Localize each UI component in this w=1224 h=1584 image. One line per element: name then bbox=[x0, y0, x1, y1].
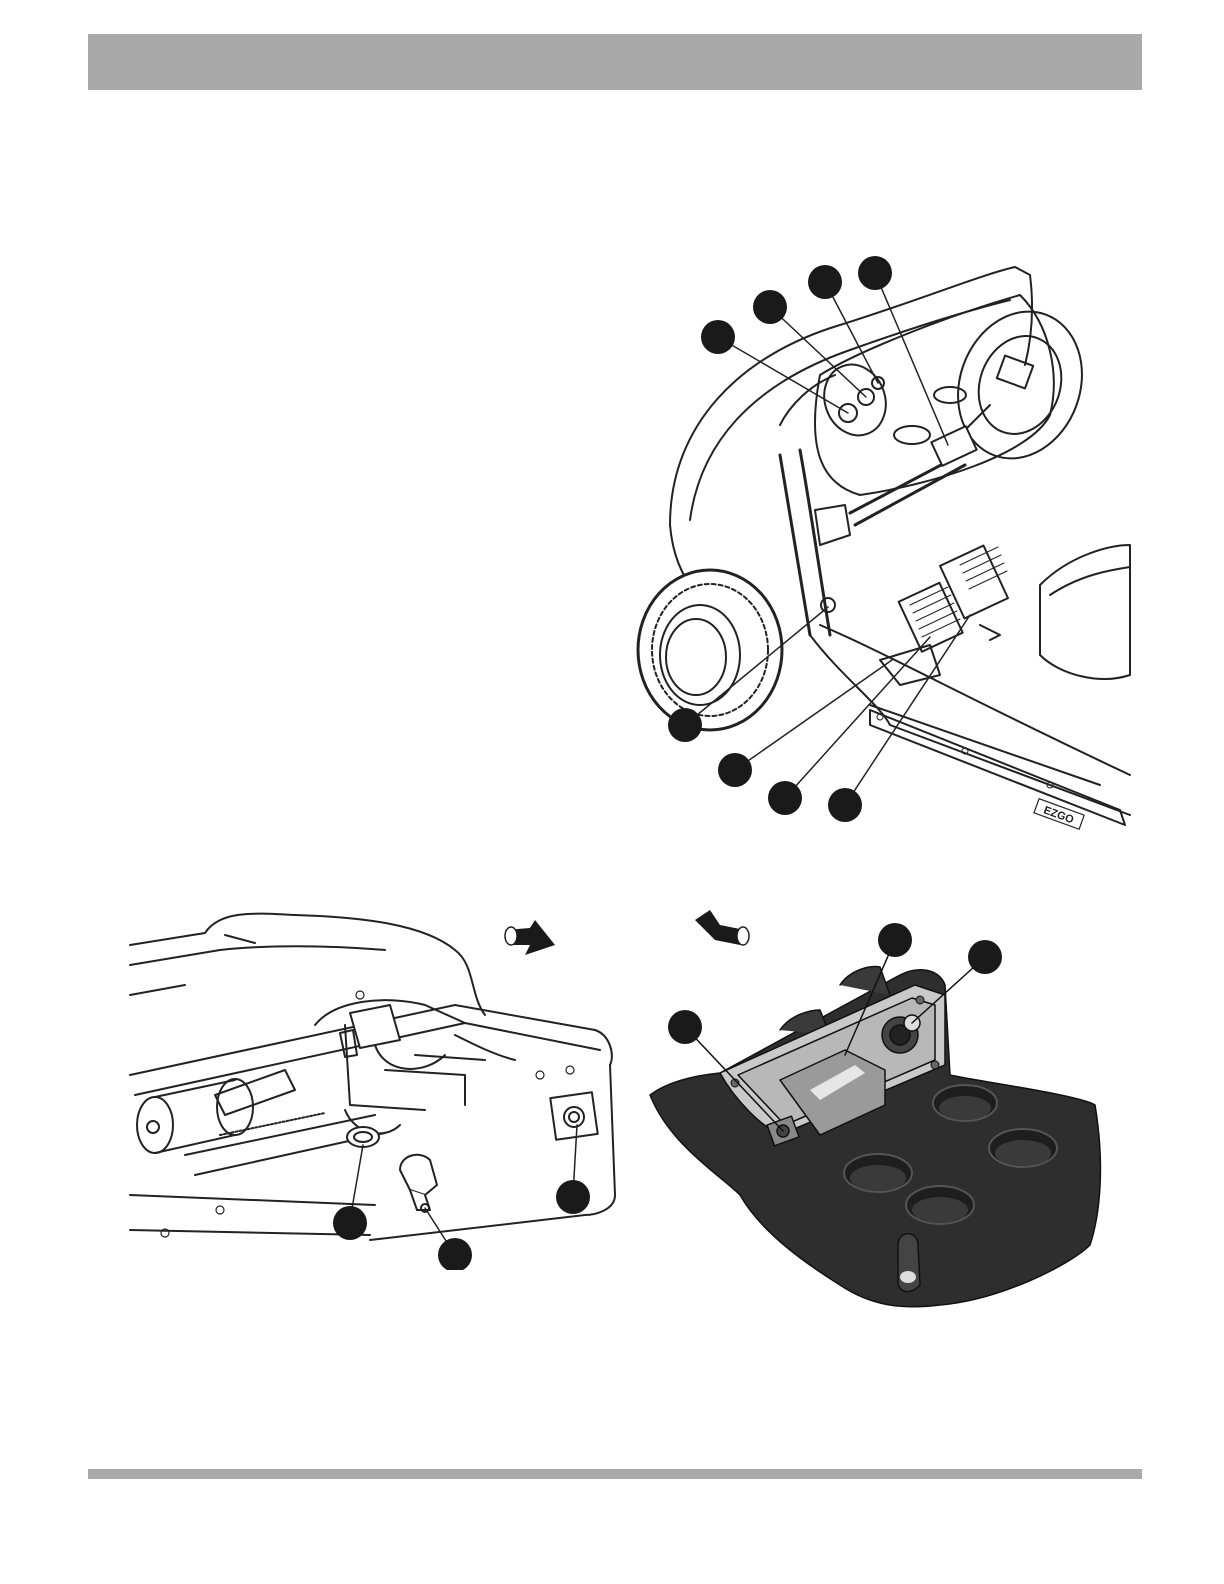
callout-marker bbox=[668, 1010, 702, 1044]
brand-logo: EZGO bbox=[1042, 804, 1076, 826]
console-cupholder-illustration bbox=[640, 905, 1120, 1310]
callout-marker bbox=[768, 781, 802, 815]
callout-marker bbox=[668, 708, 702, 742]
callout-marker bbox=[808, 265, 842, 299]
callout-marker bbox=[878, 923, 912, 957]
header-bar bbox=[88, 34, 1142, 90]
arrow-down-right-icon bbox=[505, 920, 555, 955]
callout-marker bbox=[968, 940, 1002, 974]
callout-marker bbox=[701, 320, 735, 354]
callout-marker bbox=[858, 256, 892, 290]
rear-body-illustration bbox=[125, 905, 625, 1270]
callout-marker bbox=[438, 1238, 472, 1270]
dashboard-floor-illustration: EZGO bbox=[630, 255, 1135, 835]
arrow-up-left-icon bbox=[695, 910, 749, 945]
callout-marker bbox=[333, 1206, 367, 1240]
callout-marker bbox=[556, 1180, 590, 1214]
callout-marker bbox=[753, 290, 787, 324]
footer-bar bbox=[88, 1469, 1142, 1479]
callout-marker bbox=[718, 753, 752, 787]
callout-marker bbox=[828, 788, 862, 822]
